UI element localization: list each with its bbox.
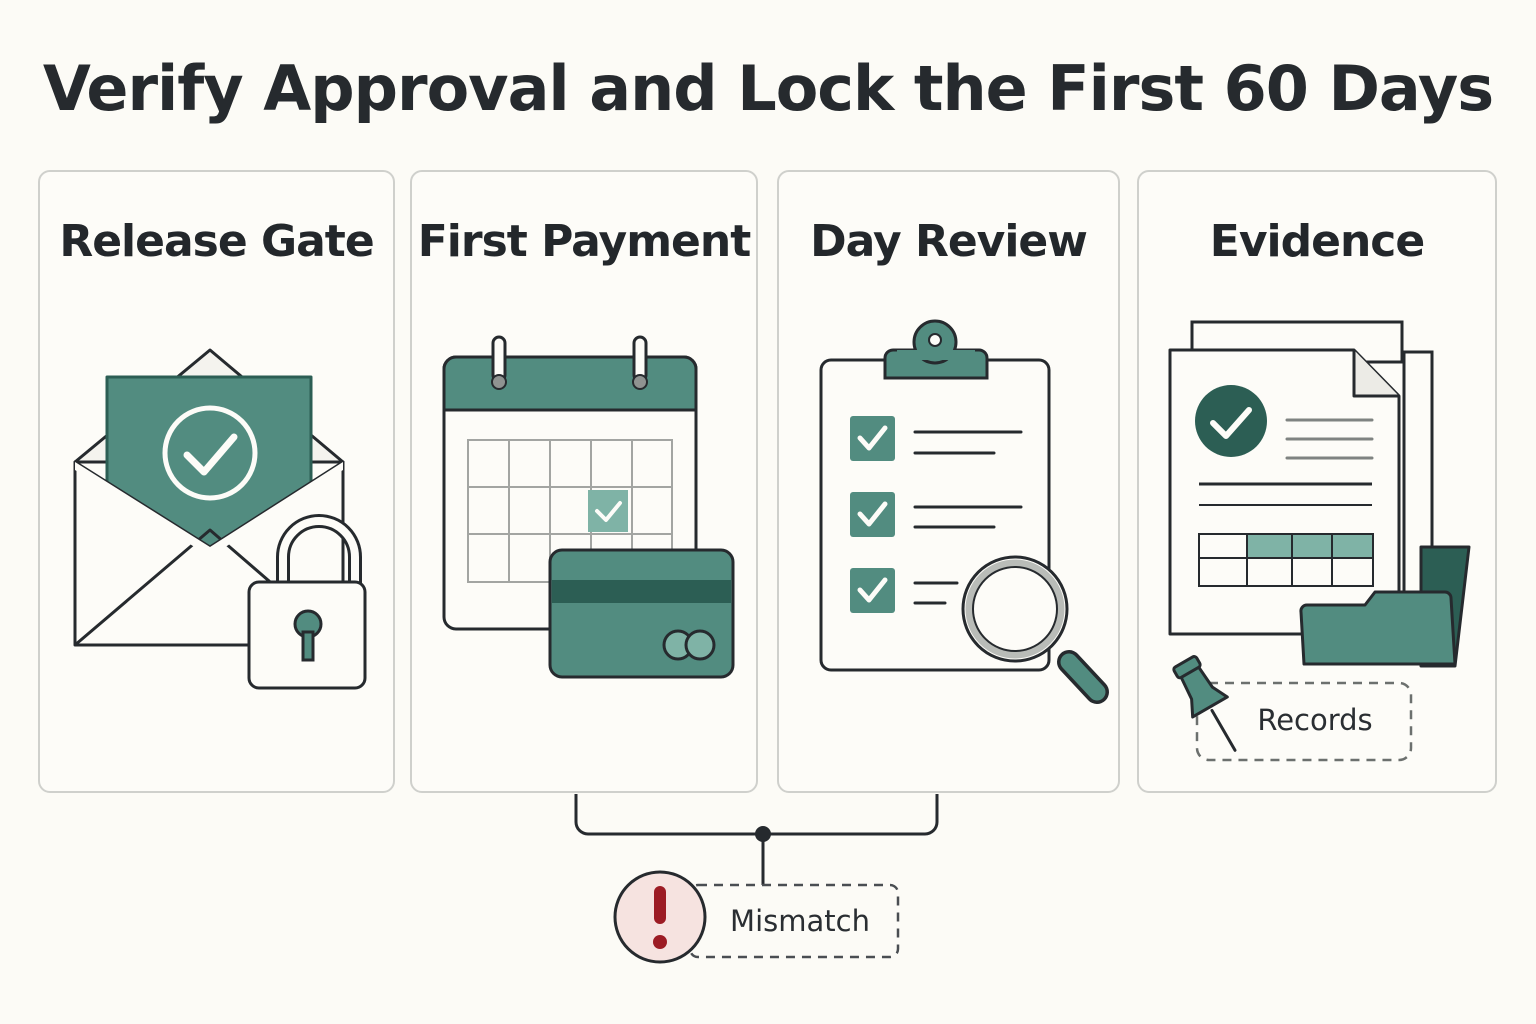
document-folder-pin-icon (1168, 320, 1471, 762)
day-review-panel: Day Review (777, 170, 1120, 793)
evidence-panel: Evidence (1137, 170, 1497, 793)
release-gate-heading: Release Gate (59, 216, 374, 267)
clipboard-magnifier-icon (819, 319, 1109, 704)
release-gate-panel: Release Gate (38, 170, 395, 793)
day-review-heading: Day Review (810, 216, 1088, 267)
first-payment-panel: First Payment (410, 170, 758, 793)
mismatch-tag: Mismatch (730, 904, 870, 938)
records-tag: Records (1257, 703, 1373, 737)
page-title: Verify Approval and Lock the First 60 Da… (42, 52, 1494, 125)
envelope-check-lock-icon (73, 348, 367, 690)
evidence-heading: Evidence (1209, 216, 1425, 267)
first-payment-heading: First Payment (417, 216, 752, 267)
alert-exclamation-icon (613, 870, 707, 964)
calendar-card-icon (442, 335, 735, 679)
